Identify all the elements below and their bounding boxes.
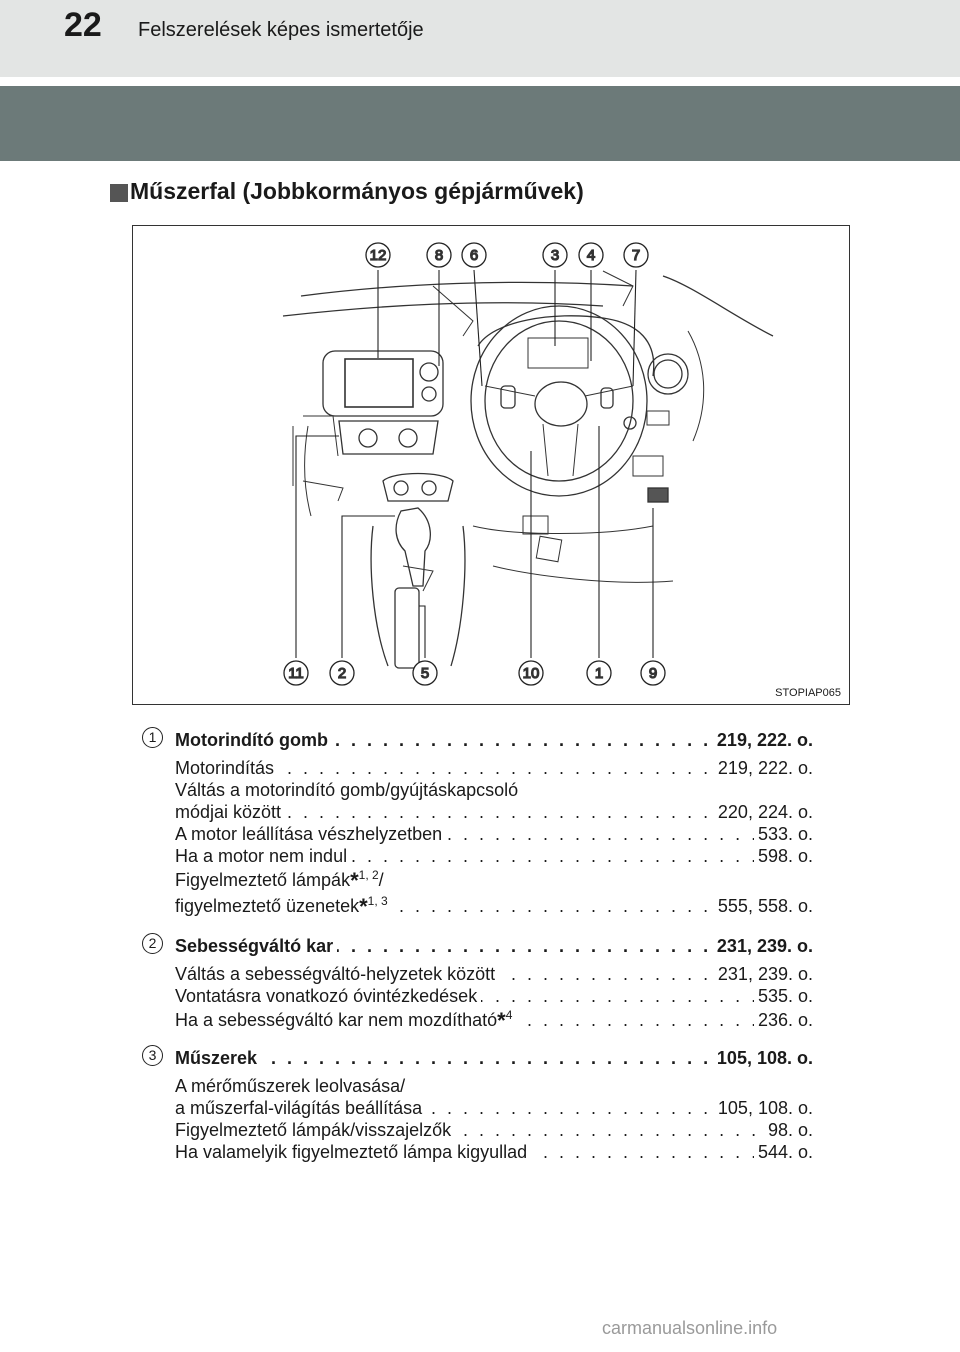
svg-text:3: 3 [551,247,559,264]
entry-row: . . . . . . . . . . . . . . . . . . . . … [175,1097,813,1119]
entry-row: A mérőműszerek leolvasása/ [175,1075,813,1097]
entry-number: 2 [142,933,163,954]
entry-number: 1 [142,727,163,748]
entry-row: . . . . . . . . . . . . . . . . . . . . … [175,894,813,919]
svg-text:6: 6 [470,247,478,264]
figure-code: STOPIAP065 [775,687,841,699]
entry-row: . . . . . . . . . . . . . . . . . . . . … [175,1119,813,1141]
entry-row: Figyelmeztető lámpák*1, 2/ [175,869,813,892]
header-band [0,0,960,77]
decorative-band [0,86,960,161]
entry-row: . . . . . . . . . . . . . . . . . . . . … [175,1141,813,1163]
callout-bottom-row: 11 2 5 10 1 9 [283,660,666,686]
dashboard-illustration: 12 8 6 3 4 7 11 2 5 10 1 9 STOPIAP065 [132,225,850,705]
svg-text:4: 4 [587,247,595,264]
callout-12: 12 [365,242,391,268]
entry-row: . . . . . . . . . . . . . . . . . . . . … [175,1008,813,1033]
svg-text:11: 11 [288,665,304,682]
svg-text:1: 1 [595,665,603,682]
page-number: 22 [64,6,102,44]
dot-leader: . . . . . . . . . . . . . . . . . . . . … [175,730,813,750]
callout-11: 11 [283,660,309,686]
entry-heading: . . . . . . . . . . . . . . . . . . . . … [175,729,813,751]
svg-text:7: 7 [632,247,640,264]
running-header-title: Felszerelések képes ismertetője [138,19,424,41]
entry-number: 3 [142,1045,163,1066]
callout-9: 9 [640,660,666,686]
callout-3: 3 [542,242,568,268]
callout-1: 1 [586,660,612,686]
svg-text:9: 9 [649,665,657,682]
entry-row: . . . . . . . . . . . . . . . . . . . . … [175,823,813,845]
entry-row: . . . . . . . . . . . . . . . . . . . . … [175,845,813,867]
callout-7: 7 [623,242,649,268]
callout-10: 10 [518,660,544,686]
dashboard-line-drawing: 12 8 6 3 4 7 11 2 5 10 1 9 [282,242,774,686]
callout-2: 2 [329,660,355,686]
svg-text:12: 12 [370,247,387,264]
entry-row: Váltás a motorindító gomb/gyújtáskapcsol… [175,779,813,801]
callout-6: 6 [461,242,487,268]
entry-heading: . . . . . . . . . . . . . . . . . . . . … [175,1047,813,1069]
callout-5: 5 [412,660,438,686]
callout-top-row: 12 8 6 3 4 7 [365,242,649,268]
entry-row: . . . . . . . . . . . . . . . . . . . . … [175,985,813,1007]
entry-row: . . . . . . . . . . . . . . . . . . . . … [175,963,813,985]
entry-heading: . . . . . . . . . . . . . . . . . . . . … [175,935,813,957]
entry-row: . . . . . . . . . . . . . . . . . . . . … [175,757,813,779]
section-marker-square [110,184,128,202]
watermark: carmanualsonline.info [602,1318,778,1338]
section-title: Műszerfal (Jobbkormányos gépjárművek) [130,178,584,204]
svg-text:5: 5 [421,665,429,682]
callout-4: 4 [578,242,604,268]
svg-text:8: 8 [435,247,443,264]
callout-8: 8 [426,242,452,268]
svg-text:10: 10 [523,665,540,682]
svg-text:2: 2 [338,665,346,682]
entry-row: . . . . . . . . . . . . . . . . . . . . … [175,801,813,823]
